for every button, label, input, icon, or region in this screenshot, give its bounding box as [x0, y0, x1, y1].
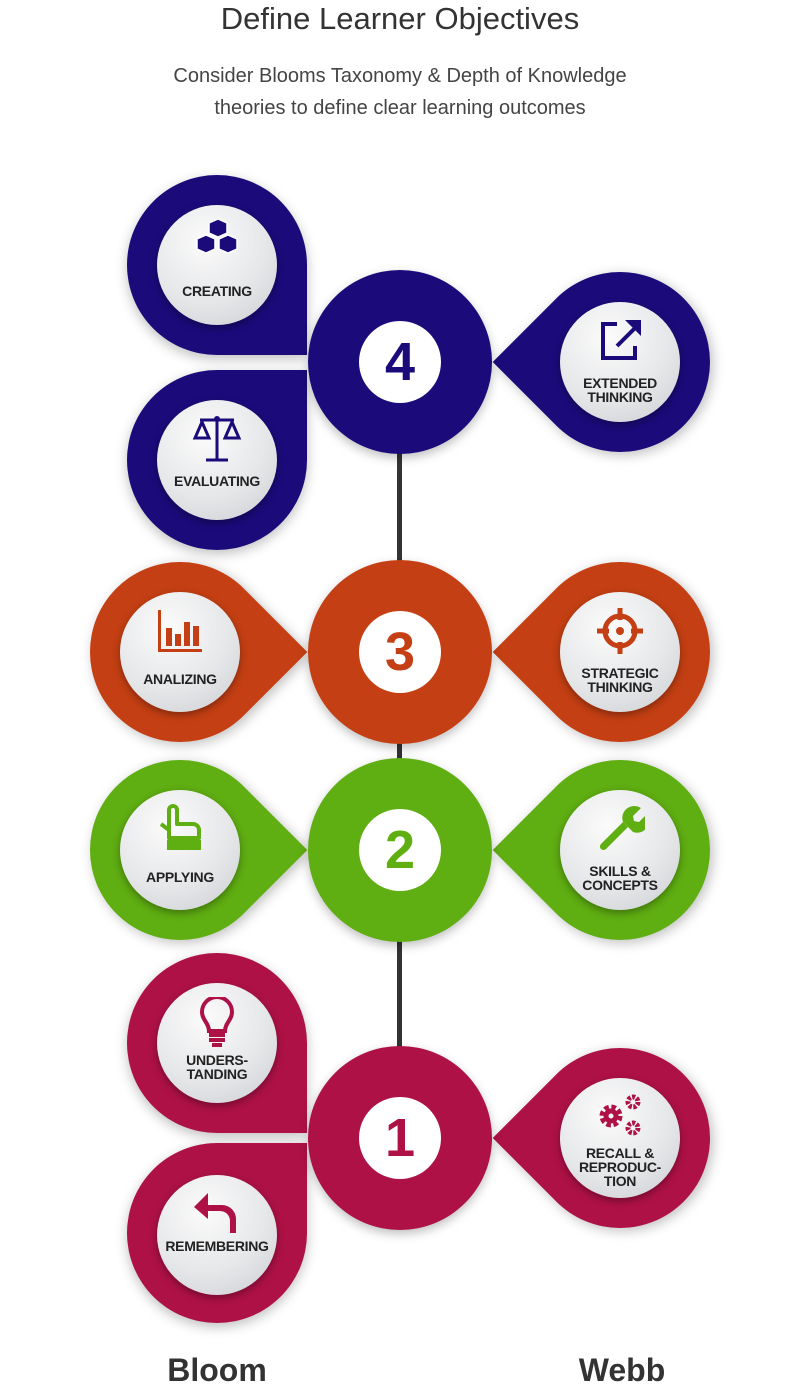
bloom-evaluating: EVALUATING [157, 400, 277, 520]
webb-column-label: Webb [578, 1352, 666, 1388]
scales-icon [192, 416, 242, 462]
bar-chart-icon [158, 610, 202, 652]
bloom-applying: APPLYING [120, 790, 240, 910]
strategic-label-2: THINKING [587, 679, 653, 695]
level-4-hub: 4 [308, 270, 492, 454]
applying-label: APPLYING [146, 869, 214, 885]
recall-label-1: RECALL & [585, 1145, 655, 1161]
level-4-number: 4 [359, 321, 441, 403]
undo-arrow-icon [194, 1193, 236, 1233]
extended-label-2: THINKING [587, 389, 653, 405]
level-2-number: 2 [359, 809, 441, 891]
webb-skills-concepts: SKILLS & CONCEPTS [560, 790, 680, 910]
lightbulb-icon [199, 997, 235, 1047]
creating-label: CREATING [182, 283, 252, 299]
level-1-number: 1 [359, 1097, 441, 1179]
analizing-label: ANALIZING [143, 671, 217, 687]
level-1-hub: 1 [308, 1046, 492, 1230]
subtitle-line-1: Consider Blooms Taxonomy & Depth of Know… [173, 65, 627, 87]
connector-line [397, 440, 402, 1060]
bloom-remembering: REMEMBERING [157, 1175, 277, 1295]
level-3-hub: 3 [308, 560, 492, 744]
webb-extended-thinking: EXTENDED THINKING [560, 302, 680, 422]
bloom-analizing: ANALIZING [120, 592, 240, 712]
subtitle-line-2: theories to define clear learning outcom… [214, 97, 586, 119]
pointing-hand-icon [159, 804, 201, 850]
strategic-label-1: STRATEGIC [581, 665, 659, 681]
extended-label-1: EXTENDED [583, 375, 657, 391]
cubes-icon [196, 219, 238, 254]
recall-label-2: REPRODUC- [578, 1159, 662, 1175]
recall-label-3: TION [603, 1173, 637, 1189]
wrench-icon [599, 806, 645, 851]
webb-strategic-thinking: STRATEGIC THINKING [560, 592, 680, 712]
skills-label-2: CONCEPTS [582, 877, 658, 893]
target-icon [597, 608, 643, 654]
bloom-creating: CREATING [157, 205, 277, 325]
bloom-column-label: Bloom [167, 1352, 267, 1388]
webb-recall-reproduction: RECALL & REPRODUC- TION [560, 1078, 680, 1198]
level-3-number: 3 [359, 611, 441, 693]
level-2-hub: 2 [308, 758, 492, 942]
understanding-label-2: TANDING [186, 1066, 248, 1082]
skills-label-1: SKILLS & [589, 863, 651, 879]
external-link-icon [601, 320, 641, 360]
page-title: Define Learner Objectives [220, 1, 580, 36]
bloom-understanding: UNDERS- TANDING [157, 983, 277, 1103]
understanding-label-1: UNDERS- [186, 1052, 248, 1068]
remembering-label: REMEMBERING [165, 1238, 269, 1254]
gears-icon [599, 1094, 641, 1136]
evaluating-label: EVALUATING [174, 473, 260, 489]
